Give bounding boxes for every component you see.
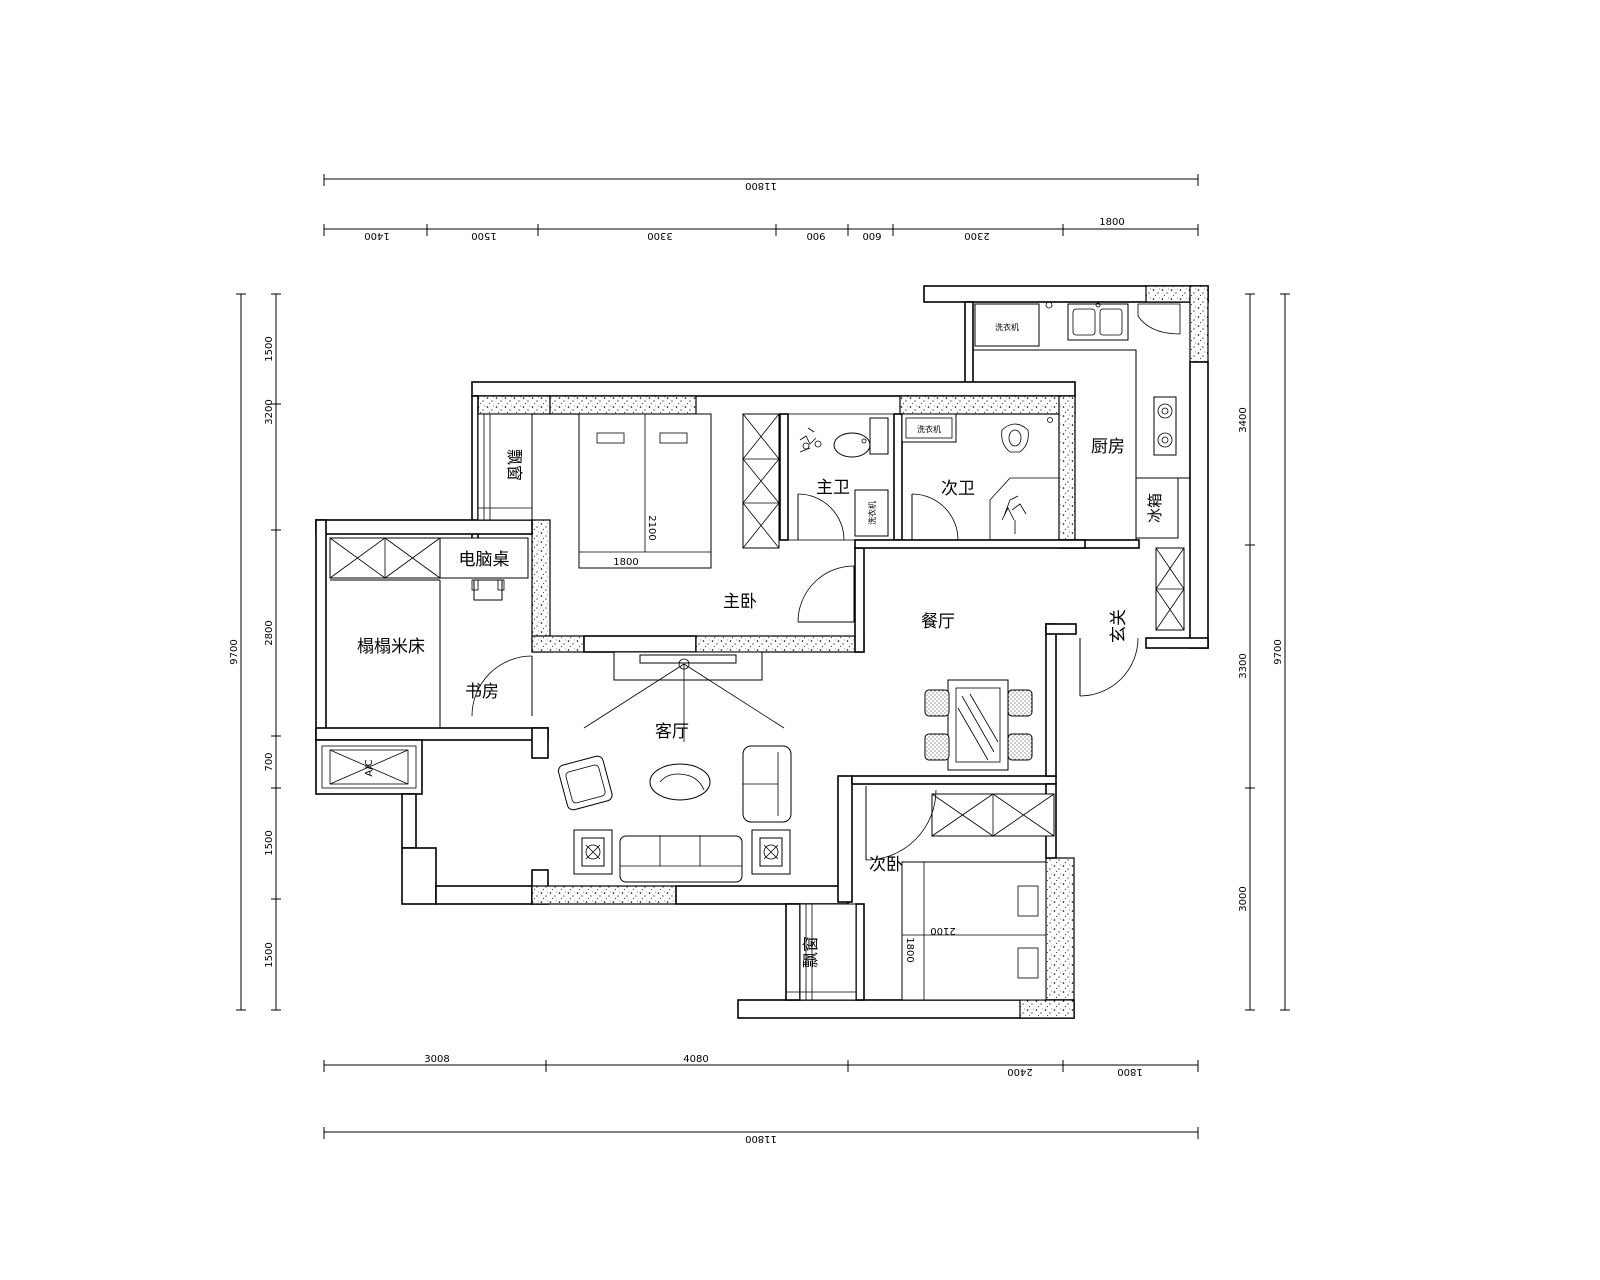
ac-label: A/C [364, 759, 375, 776]
living-room-label: 客厅 [655, 722, 689, 742]
dim-left-2: 3200 [264, 399, 275, 424]
study: 电脑桌 榻榻米床 书房 [329, 537, 533, 728]
dim-right-2: 3300 [1238, 653, 1249, 678]
master-bedroom: 1800 2100 主卧 [578, 413, 855, 623]
dim-bottom-1: 3008 [424, 1054, 449, 1065]
dim-bottom-2: 4080 [683, 1054, 708, 1065]
computer-desk [439, 537, 529, 579]
master-bath-label: 主卫 [816, 478, 850, 498]
dim-left-5: 1500 [264, 830, 275, 855]
dim-bottom-total: 11800 [745, 1133, 777, 1144]
computer-desk-label: 电脑桌 [459, 550, 510, 570]
study-label: 书房 [465, 682, 499, 702]
dining-area: 餐厅 [921, 612, 1033, 771]
dim-left-6: 1500 [264, 942, 275, 967]
dim-top-6: 2300 [964, 230, 989, 241]
second-bath: 洗衣机 次卫 [901, 413, 1059, 541]
side-table-left [573, 829, 613, 875]
armchair-left [557, 755, 613, 811]
sofa-main [619, 835, 743, 883]
dim-bottom-3: 2400 [1007, 1066, 1032, 1077]
fridge [1135, 477, 1179, 539]
dim-top-7: 1800 [1099, 217, 1124, 228]
second-bed-width: 1800 [904, 937, 915, 962]
dim-right-3: 3000 [1238, 886, 1249, 911]
washer-second-label: 洗衣机 [917, 424, 941, 434]
dining-label: 餐厅 [921, 612, 955, 632]
second-bath-label: 次卫 [941, 479, 975, 499]
second-bed [901, 861, 1047, 1001]
squat-toilet-icon [1001, 423, 1029, 453]
coffee-table [649, 763, 711, 801]
bay-window-top: 飘窗 [477, 413, 533, 521]
dim-left-3: 2800 [264, 620, 275, 645]
fridge-label: 冰箱 [1146, 493, 1164, 523]
washer-second [901, 413, 957, 443]
toilet-tank-icon [869, 417, 889, 455]
dining-chair-2 [1007, 689, 1033, 717]
stove-icon [1153, 396, 1177, 456]
washer-master-label: 洗衣机 [867, 501, 877, 525]
toilet-icon [833, 432, 871, 458]
dining-chair-3 [924, 733, 950, 761]
tatami-label: 榻榻米床 [357, 637, 425, 657]
entrance-label: 玄关 [1109, 609, 1129, 643]
entrance: 玄关 [1079, 547, 1185, 697]
shower-second-icon [1001, 495, 1027, 521]
tv-icon [639, 654, 737, 664]
bay-window-bottom-label: 飘窗 [801, 936, 820, 968]
washer-kitchen-label: 洗衣机 [995, 322, 1019, 332]
bay-window-bottom: 飘窗 [786, 903, 857, 1001]
side-table-right [751, 829, 791, 875]
dim-top-4: 900 [806, 230, 825, 241]
washer-kitchen [974, 303, 1040, 347]
dim-left-4: 700 [264, 752, 275, 771]
dining-chair-4 [1007, 733, 1033, 761]
dining-chair-1 [924, 689, 950, 717]
kitchen-label: 厨房 [1091, 437, 1125, 457]
dim-left-1: 1500 [264, 336, 275, 361]
dining-table [947, 679, 1009, 771]
dim-top-3: 3300 [647, 230, 672, 241]
dimension-lines: 11800 1400 1500 3300 900 600 2300 1800 [229, 174, 1290, 1144]
dim-top-1: 1400 [364, 230, 389, 241]
dim-bottom-4: 1800 [1117, 1066, 1142, 1077]
washer-master [854, 489, 889, 537]
dim-right-total: 9700 [1273, 639, 1284, 664]
shower-icon [799, 427, 817, 453]
master-bed-length: 2100 [646, 515, 657, 540]
second-bedroom: 2100 1800 次卧 [865, 786, 1055, 1001]
master-bed-width: 1800 [613, 557, 638, 568]
dim-right-1: 3400 [1238, 407, 1249, 432]
master-bath: 洗衣机 主卫 [787, 413, 895, 541]
dim-top-2: 1500 [471, 230, 496, 241]
dim-left-total: 9700 [229, 639, 240, 664]
dim-top-total: 11800 [745, 180, 777, 191]
ac-unit: A/C [329, 749, 409, 785]
sink-icon [1067, 303, 1129, 341]
bay-window-top-label: 飘窗 [505, 449, 524, 481]
kitchen: 洗衣机 冰箱 厨房 [973, 301, 1190, 540]
master-bedroom-label: 主卧 [723, 592, 757, 612]
second-bed-length: 2100 [930, 925, 955, 936]
second-bedroom-label: 次卧 [869, 855, 903, 875]
dim-top-5: 600 [862, 230, 881, 241]
living-room: 客厅 [557, 651, 792, 883]
